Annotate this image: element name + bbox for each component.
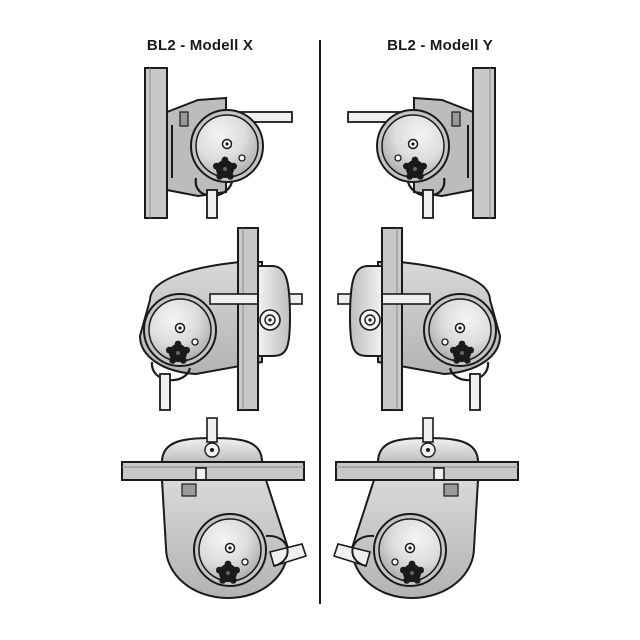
model-y-vertical-mount-illustration — [348, 68, 495, 218]
model-x-hanging-mount-illustration — [122, 418, 306, 598]
model-x-heading: BL2 - Modell X — [146, 37, 254, 54]
model-y-heading: BL2 - Modell Y — [387, 37, 493, 54]
model-x-vertical-mount-illustration — [145, 68, 292, 218]
model-y-wall-mount-illustration — [338, 228, 500, 410]
model-x-wall-mount-illustration — [140, 228, 302, 410]
model-y-hanging-mount-illustration — [334, 418, 518, 598]
